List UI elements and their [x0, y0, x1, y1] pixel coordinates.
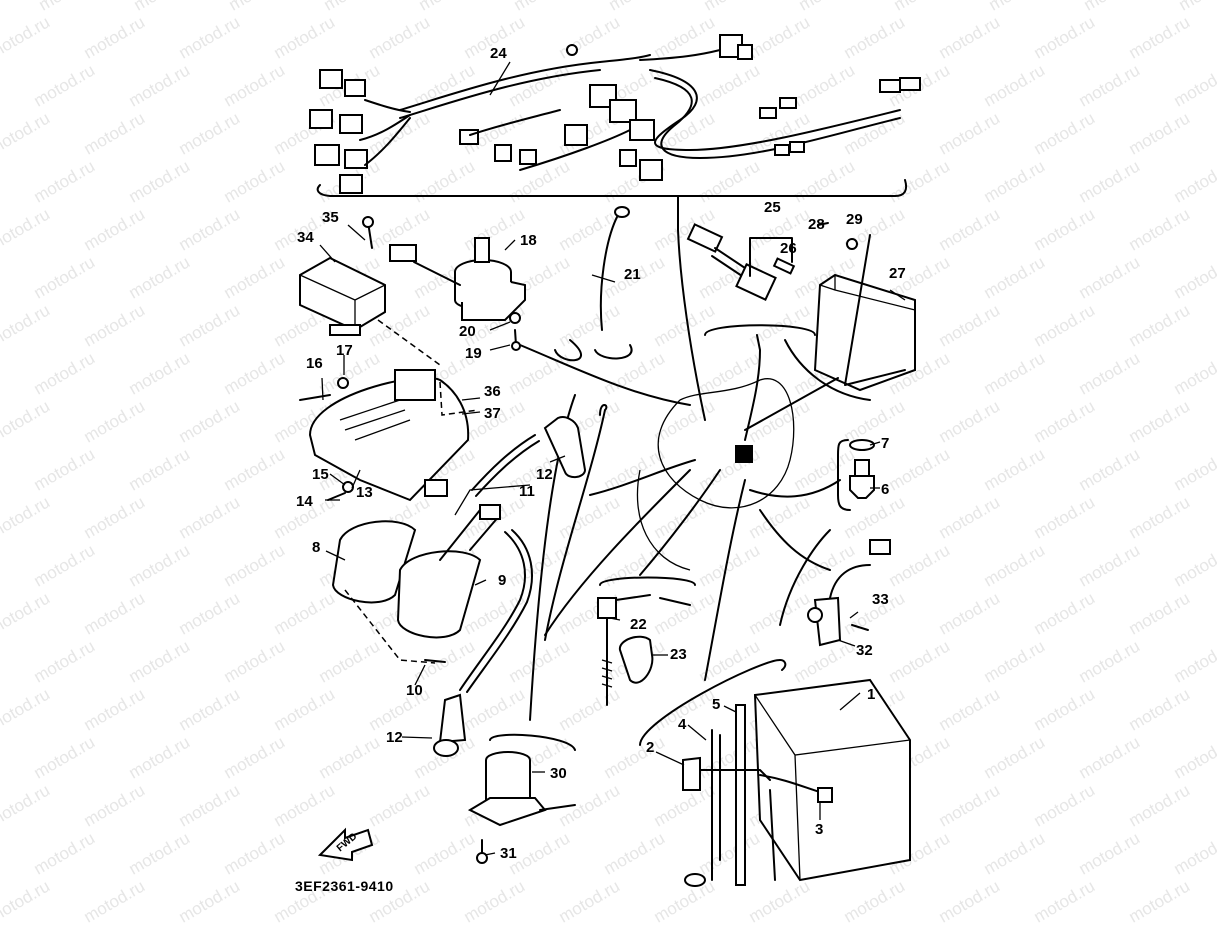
callout-37: 37 [484, 405, 501, 422]
rectifier-drawing [299, 216, 441, 366]
callout-21: 21 [624, 266, 641, 283]
main-switch-drawing [389, 237, 526, 351]
cdi-unit-drawing [744, 222, 916, 431]
callout-31: 31 [500, 845, 517, 862]
drawing-code: 3EF2361-9410 [295, 878, 394, 894]
callout-33: 33 [872, 591, 889, 608]
callout-5: 5 [712, 696, 721, 713]
callout-1: 1 [867, 686, 876, 703]
spark-plug-cap-drawing [433, 416, 587, 757]
callout-32: 32 [856, 642, 873, 659]
callout-12-lower: 12 [386, 729, 403, 746]
callout-13: 13 [356, 484, 373, 501]
callout-34: 34 [297, 229, 314, 246]
callout-11: 11 [519, 483, 535, 500]
callout-26: 26 [780, 240, 797, 257]
callout-28: 28 [808, 216, 825, 233]
fuse-holder-drawing [686, 223, 816, 441]
callout-18: 18 [520, 232, 537, 249]
sensor-lead-drawing [554, 206, 633, 362]
starter-relay-drawing [467, 733, 576, 864]
callout-3: 3 [815, 821, 824, 838]
callout-2: 2 [646, 739, 655, 756]
callout-29: 29 [846, 211, 863, 228]
neutral-switch-drawing [837, 439, 875, 511]
leader-lines [319, 61, 906, 856]
callout-25: 25 [764, 199, 781, 216]
brake-switch-drawing [597, 576, 696, 706]
wire-harness-drawing [309, 34, 921, 421]
callout-22: 22 [630, 616, 647, 633]
callout-24: 24 [490, 45, 507, 62]
callout-30: 30 [550, 765, 567, 782]
callout-6: 6 [881, 481, 890, 498]
callout-8: 8 [312, 539, 321, 556]
callout-36: 36 [484, 383, 501, 400]
callout-12-upper: 12 [536, 466, 553, 483]
callout-23: 23 [670, 646, 687, 663]
callout-27: 27 [889, 265, 906, 282]
callout-7: 7 [881, 435, 890, 452]
callout-16: 16 [306, 355, 323, 372]
sidestand-switch-drawing [779, 529, 891, 647]
callout-14: 14 [296, 493, 313, 510]
callout-15: 15 [312, 466, 329, 483]
callout-35: 35 [322, 209, 339, 226]
callout-9: 9 [498, 572, 507, 589]
fwd-arrow-icon [317, 827, 374, 862]
ignition-coil-drawing [299, 369, 501, 664]
callout-17: 17 [336, 342, 353, 359]
callout-19: 19 [465, 345, 482, 362]
callout-20: 20 [459, 323, 476, 340]
battery-drawing [639, 659, 911, 887]
callout-10: 10 [406, 682, 423, 699]
frame-hub-drawing [519, 344, 841, 721]
callout-4: 4 [678, 716, 687, 733]
